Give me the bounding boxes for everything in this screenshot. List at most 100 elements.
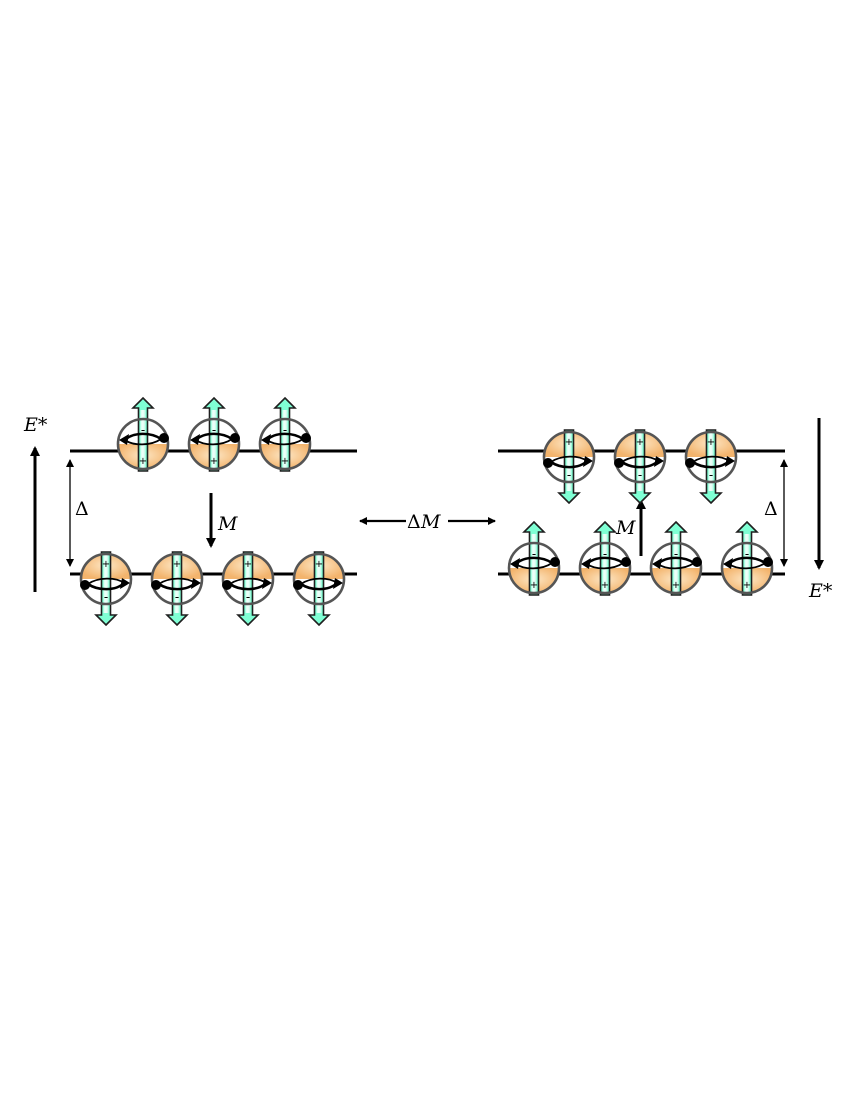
left-gap-label: Δ (75, 498, 89, 520)
dipole-highlight (211, 410, 217, 468)
orbit-arrowhead (654, 456, 664, 467)
atom-icon: +- (720, 520, 774, 596)
minus-charge: - (141, 423, 145, 437)
plus-charge: + (636, 437, 644, 448)
orbit-arrowhead (581, 558, 591, 569)
minus-charge: - (246, 590, 250, 604)
atom-icon: +- (150, 551, 204, 627)
orbit-electron (763, 557, 773, 567)
minus-charge: - (709, 468, 713, 482)
orbit-arrowhead (262, 578, 272, 589)
right-upper-level-atoms: +-+-+- (542, 429, 738, 505)
plus-charge: + (244, 559, 252, 570)
right-magnetization-label: M (615, 517, 636, 539)
plus-charge: + (173, 559, 181, 570)
atom-outline (684, 430, 738, 484)
dipole-highlight (103, 555, 109, 613)
atom-icon: +- (187, 396, 241, 472)
delta-m-m: M (420, 511, 441, 533)
left-lower-level-atoms: +-+-+-+- (79, 551, 346, 627)
orbit-arrowhead (725, 456, 735, 467)
orbit-arrowhead (583, 456, 593, 467)
atom-outline (79, 552, 133, 606)
orbit-arrowhead (191, 578, 201, 589)
orbit-arrowhead (119, 434, 129, 445)
atom-icon: +- (649, 520, 703, 596)
minus-charge: - (567, 468, 571, 482)
atom-outline (578, 541, 632, 595)
plus-charge: + (565, 437, 573, 448)
left-energy-label: E* (23, 414, 48, 436)
minus-charge: - (532, 547, 536, 561)
dipole-highlight (282, 410, 288, 468)
atom-icon: +- (258, 396, 312, 472)
orbit-electron (685, 458, 695, 468)
dipole-highlight (637, 433, 643, 491)
minus-charge: - (175, 590, 179, 604)
dipole-highlight (531, 534, 537, 592)
orbit-electron (151, 580, 161, 590)
orbit-arrowhead (261, 434, 271, 445)
right-lower-level-atoms: +-+-+-+- (507, 520, 774, 596)
atom-outline (116, 417, 170, 471)
minus-charge: - (674, 547, 678, 561)
plus-charge: + (281, 456, 289, 467)
orbit-electron (80, 580, 90, 590)
atom-outline (720, 541, 774, 595)
minus-charge: - (212, 423, 216, 437)
orbit-arrowhead (652, 558, 662, 569)
atom-icon: +- (116, 396, 170, 472)
orbit-arrowhead (723, 558, 733, 569)
atom-icon: +- (221, 551, 275, 627)
orbit-electron (692, 557, 702, 567)
atom-icon: +- (578, 520, 632, 596)
atom-outline (507, 541, 561, 595)
atom-icon: +- (507, 520, 561, 596)
plus-charge: + (743, 580, 751, 591)
plus-charge: + (139, 456, 147, 467)
minus-charge: - (283, 423, 287, 437)
dipole-highlight (744, 534, 750, 592)
plus-charge: + (210, 456, 218, 467)
plus-charge: + (601, 580, 609, 591)
atom-outline (613, 430, 667, 484)
minus-charge: - (745, 547, 749, 561)
atom-outline (649, 541, 703, 595)
plus-charge: + (672, 580, 680, 591)
dipole-highlight (245, 555, 251, 613)
plus-charge: + (102, 559, 110, 570)
plus-charge: + (707, 437, 715, 448)
dipole-highlight (673, 534, 679, 592)
dipole-highlight (316, 555, 322, 613)
orbit-electron (550, 557, 560, 567)
delta-m-delta: Δ (407, 511, 421, 533)
dipole-highlight (174, 555, 180, 613)
orbit-arrowhead (510, 558, 520, 569)
plus-charge: + (530, 580, 538, 591)
orbit-electron (614, 458, 624, 468)
left-magnetization-label: M (217, 513, 238, 535)
orbit-electron (301, 433, 311, 443)
right-gap-label: Δ (764, 498, 778, 520)
atom-outline (542, 430, 596, 484)
orbit-arrowhead (120, 578, 130, 589)
atom-outline (292, 552, 346, 606)
atom-icon: +- (613, 429, 667, 505)
atom-icon: +- (684, 429, 738, 505)
orbit-electron (230, 433, 240, 443)
orbit-arrowhead (333, 578, 343, 589)
orbit-electron (293, 580, 303, 590)
orbit-electron (159, 433, 169, 443)
delta-m-connector: Δ M (359, 511, 496, 533)
atom-outline (187, 417, 241, 471)
orbit-electron (543, 458, 553, 468)
minus-charge: - (638, 468, 642, 482)
dipole-highlight (708, 433, 714, 491)
plus-charge: + (315, 559, 323, 570)
minus-charge: - (603, 547, 607, 561)
atom-icon: +- (79, 551, 133, 627)
minus-charge: - (104, 590, 108, 604)
dipole-highlight (140, 410, 146, 468)
right-energy-label: E* (808, 580, 833, 602)
